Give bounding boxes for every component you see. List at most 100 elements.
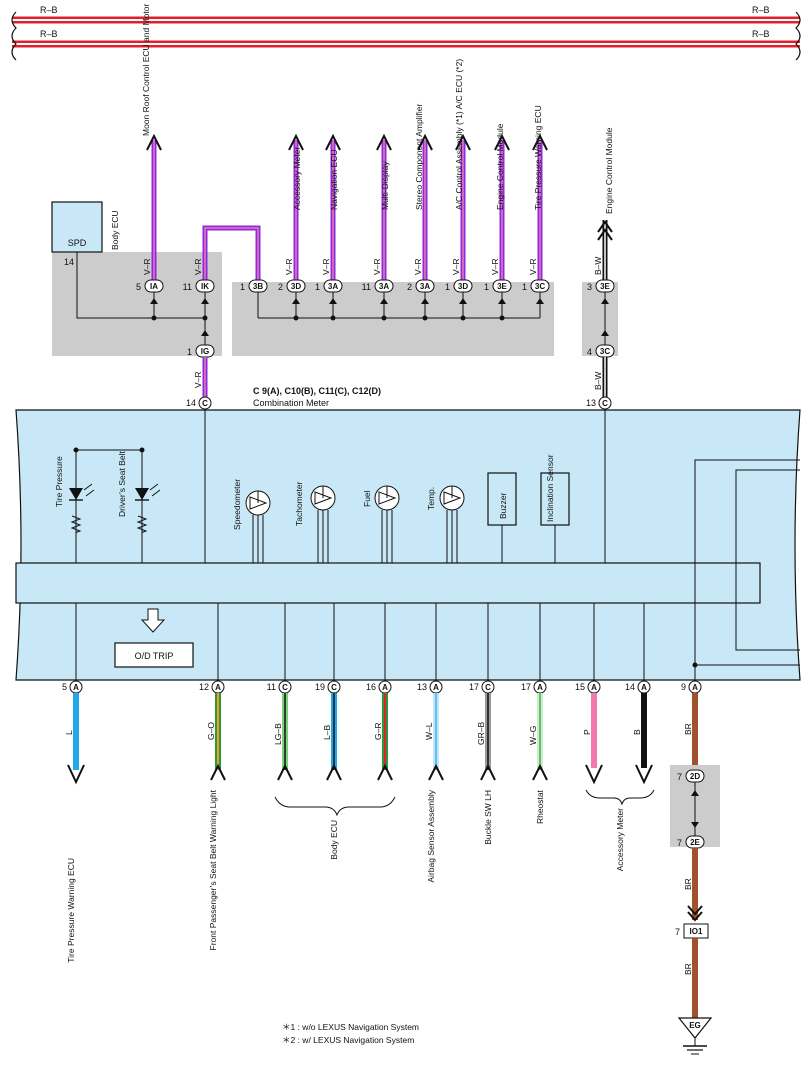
top-output-3-wire: V–R [284,258,294,275]
drivers-seat-belt-label: Driver’s Seat Belt [117,451,127,517]
top-output-0-pin: 5 [136,282,141,292]
top-output-5-pin: 11 [362,282,371,292]
note-2: ＊2 : w/ LEXUS Navigation System [282,1035,414,1045]
body-ecu: SPD Body ECU 14 [51,201,205,319]
ground-eg-label: EG [689,1021,701,1030]
top-output-1-wire: V–R [193,258,203,275]
body-ecu-label: Body ECU [110,210,120,250]
bottom-connections: A 5 L Tire Pressure Warning ECU A 12 G–O… [62,680,702,963]
top-output-7-label: A/C Control Assembly (*1) A/C ECU (*2) [454,59,464,210]
top-output-3-label: Accessory Meter [292,147,302,210]
top-output-engine-control-module: Engine Control Module V–R 3E 1 [484,123,512,321]
tachometer-label: Tachometer [294,481,304,526]
combination-meter: Tire Pressure Driver’s Seat Belt Speedom… [15,409,801,681]
bottom-5-pin: 13 [417,682,427,692]
bottom-1-conn: A [215,683,221,692]
bus-wire-top: R–B R–B [12,5,800,24]
top-output-7-pin: 1 [445,282,450,292]
bottom-9-label: Accessory Meter [615,808,625,871]
tire-pressure-label: Tire Pressure [54,456,64,507]
bottom-9-pin: 14 [625,682,635,692]
bottom-9-wire: B [632,729,642,735]
right-wire-label: B–W [593,372,603,390]
ground-2d-pin: 7 [677,772,682,782]
bottom-pin-airbag: A 13 W–L Airbag Sensor Assembly [417,680,444,883]
body-ecu-spd-label: SPD [68,238,87,248]
meter-pin-14: 14 [186,398,196,408]
top-output-4-wire: V–R [321,258,331,275]
ground-io1-conn: IO1 [690,927,703,936]
bottom-3-wire: L–B [322,725,332,740]
bottom-pin-l-b: C 19 L–B Body ECU [315,680,342,860]
bottom-8-conn: A [591,683,597,692]
temp-gauge: Temp. [426,485,465,563]
od-trip-label: O/D TRIP [135,651,174,661]
top-output-multi-display: Multi-Display V–R 3A 11 [362,133,394,321]
ig-connector-label: IG [201,347,209,356]
ig-wire-label: V–R [193,371,203,388]
meter-pin-13-conn: C [602,399,608,408]
bottom-0-wire: L [64,730,74,735]
top-output-9-wire: V–R [528,258,538,275]
top-output-5-wire: V–R [372,258,382,275]
bottom-7-label: Rheostat [535,789,545,824]
bottom-4-conn: A [382,683,388,692]
fuel-gauge: Fuel [362,485,400,563]
top-output-ik: V–R IK 11 [183,225,261,345]
meter-pin-14-conn: C [202,399,208,408]
bus-wires: R–B R–B R–B R–B [11,5,801,61]
top-output-0-wire: V–R [142,258,152,275]
top-output-6-connector: 3A [420,282,430,291]
bottom-2-conn: C [282,683,288,692]
top-output-accessory-meter: Accessory Meter V–R 3D 2 [278,133,306,321]
top-output-0-connector: IA [150,282,158,291]
top-output-0-label: Moon Roof Control ECU and Motor [141,4,151,136]
temp-label: Temp. [426,487,436,510]
bottom-3-conn: C [331,683,337,692]
bottom-4-pin: 16 [366,682,376,692]
bottom-6-label: Buckle SW LH [483,790,493,845]
ig-pin: 1 [187,347,192,357]
inclination-sensor-label: Inclination Sensor [545,454,555,522]
right-conn-top: 3E [600,282,610,291]
bottom-2-wire: LG–B [273,723,283,745]
speedometer-label: Speedometer [232,479,242,530]
bottom-pin-b: A 14 B Accessory Meter [615,680,653,871]
top-output-9-connector: 3C [535,282,545,291]
right-inline-connectors: 3E 3 3C 4 B–W C 13 [586,279,615,410]
od-trip-switch: O/D TRIP [114,608,194,668]
bus-wire-bottom-label-right: R–B [752,29,770,39]
bottom-6-conn: C [485,683,491,692]
bottom-5-label: Airbag Sensor Assembly [426,789,436,882]
top-output-1-connector: IK [201,282,209,291]
ground-2e-pin: 7 [677,838,682,848]
bottom-7-conn: A [537,683,543,692]
buzzer: Buzzer [487,472,517,563]
splice-area-middle [232,282,554,356]
top-output-8-wire: V–R [490,258,500,275]
bottom-pin-buckle: C 17 GR–B Buckle SW LH [469,680,496,845]
note-1: ＊1 : w/o LEXUS Navigation System [282,1022,419,1032]
bottom-4-wire: G–R [373,723,383,740]
bottom-pin-p: A 15 P [575,680,603,785]
bottom-10-conn: A [692,683,698,692]
bottom-1-pin: 12 [199,682,209,692]
inclination-sensor: Inclination Sensor [540,454,570,563]
top-output-7-wire: V–R [451,258,461,275]
top-output-6-wire: V–R [413,258,423,275]
top-output-8-connector: 3E [497,282,507,291]
bottom-pin-g-r: A 16 G–R [366,680,393,781]
top-output-6-pin: 2 [407,282,412,292]
ground-chain: 2D 7 2E 7 BR IO1 7 BR EG [670,765,720,1055]
drivers-seat-belt-lamp: Driver’s Seat Belt [117,447,161,563]
bottom-pin-tire-pressure: A 5 L Tire Pressure Warning ECU [62,680,85,963]
fuel-label: Fuel [362,490,372,507]
tachometer-gauge: Tachometer [294,481,336,563]
top-output-4-connector: 3A [328,282,338,291]
bottom-3-pin: 19 [315,682,325,692]
top-output-5-label: Multi-Display [380,161,390,210]
ground-wire-low: BR [683,963,693,975]
top-output-1-pin: 11 [183,282,192,292]
bottom-pin-br: A 9 BR [681,680,702,770]
